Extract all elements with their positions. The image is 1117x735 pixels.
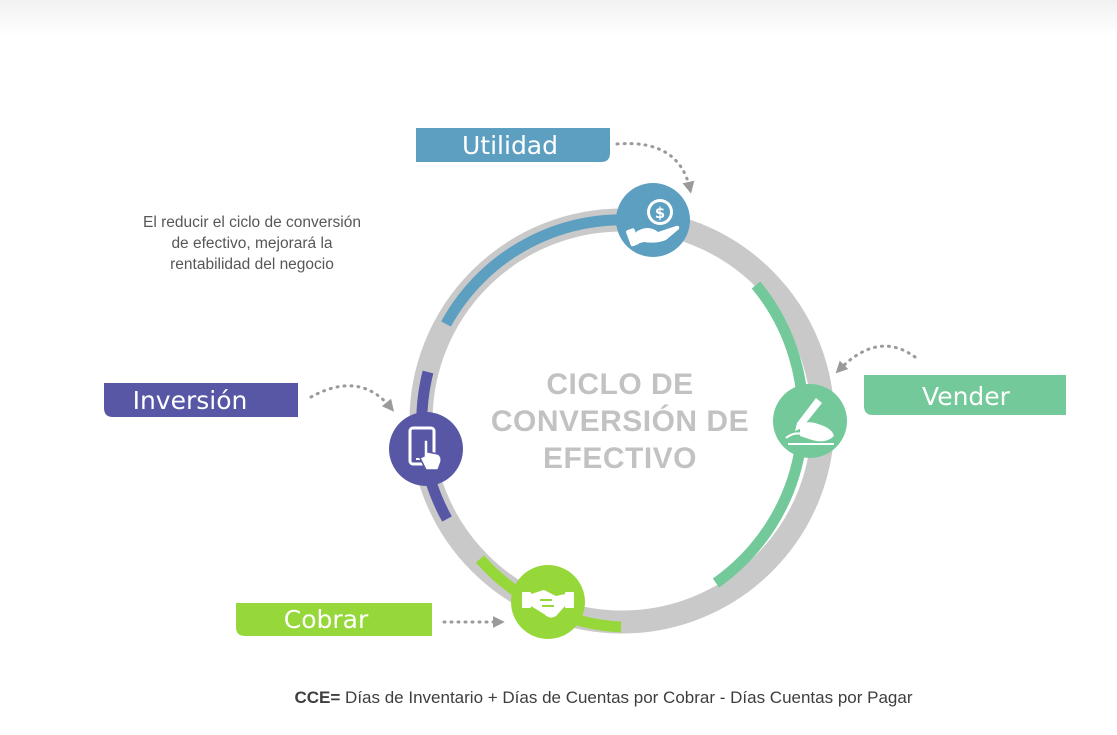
top-band	[0, 0, 1117, 36]
vender-connector	[835, 344, 917, 374]
note-text: El reducir el ciclo de conversión de efe…	[143, 214, 361, 273]
formula-abbreviation: CCE=	[294, 688, 341, 707]
utilidad-connector	[615, 142, 695, 194]
svg-text:CONVERSIÓN DE: CONVERSIÓN DE	[491, 404, 749, 438]
cobrar-node	[511, 565, 585, 639]
vender-node	[773, 384, 847, 458]
formula-text: Días de Inventario + Días de Cuentas por…	[340, 688, 913, 707]
signing-hand-icon	[785, 398, 834, 445]
dollar-hand-icon: $	[626, 199, 680, 247]
handshake-icon	[522, 590, 574, 618]
cobrar-label: Cobrar	[236, 603, 432, 636]
svg-text:CICLO DE: CICLO DE	[546, 368, 693, 401]
svg-text:Inversión: Inversión	[133, 386, 248, 415]
inversion-connector	[309, 384, 395, 412]
tablet-touch-icon	[408, 426, 442, 471]
inversion-node	[389, 412, 463, 486]
utilidad-node: $	[616, 183, 690, 257]
svg-text:EFECTIVO: EFECTIVO	[543, 442, 697, 475]
svg-text:Utilidad: Utilidad	[462, 131, 558, 160]
utilidad-label: Utilidad	[416, 128, 610, 162]
formula: CCE= Días de Inventario + Días de Cuenta…	[0, 688, 1117, 708]
inversion-label: Inversión	[104, 383, 298, 417]
svg-text:$: $	[655, 204, 665, 222]
svg-text:Cobrar: Cobrar	[284, 605, 369, 634]
center-title: CICLO DE CONVERSIÓN DE EFECTIVO	[491, 368, 749, 475]
svg-text:Vender: Vender	[922, 382, 1011, 411]
utilidad-arc	[441, 214, 646, 327]
vender-label: Vender	[864, 375, 1066, 415]
